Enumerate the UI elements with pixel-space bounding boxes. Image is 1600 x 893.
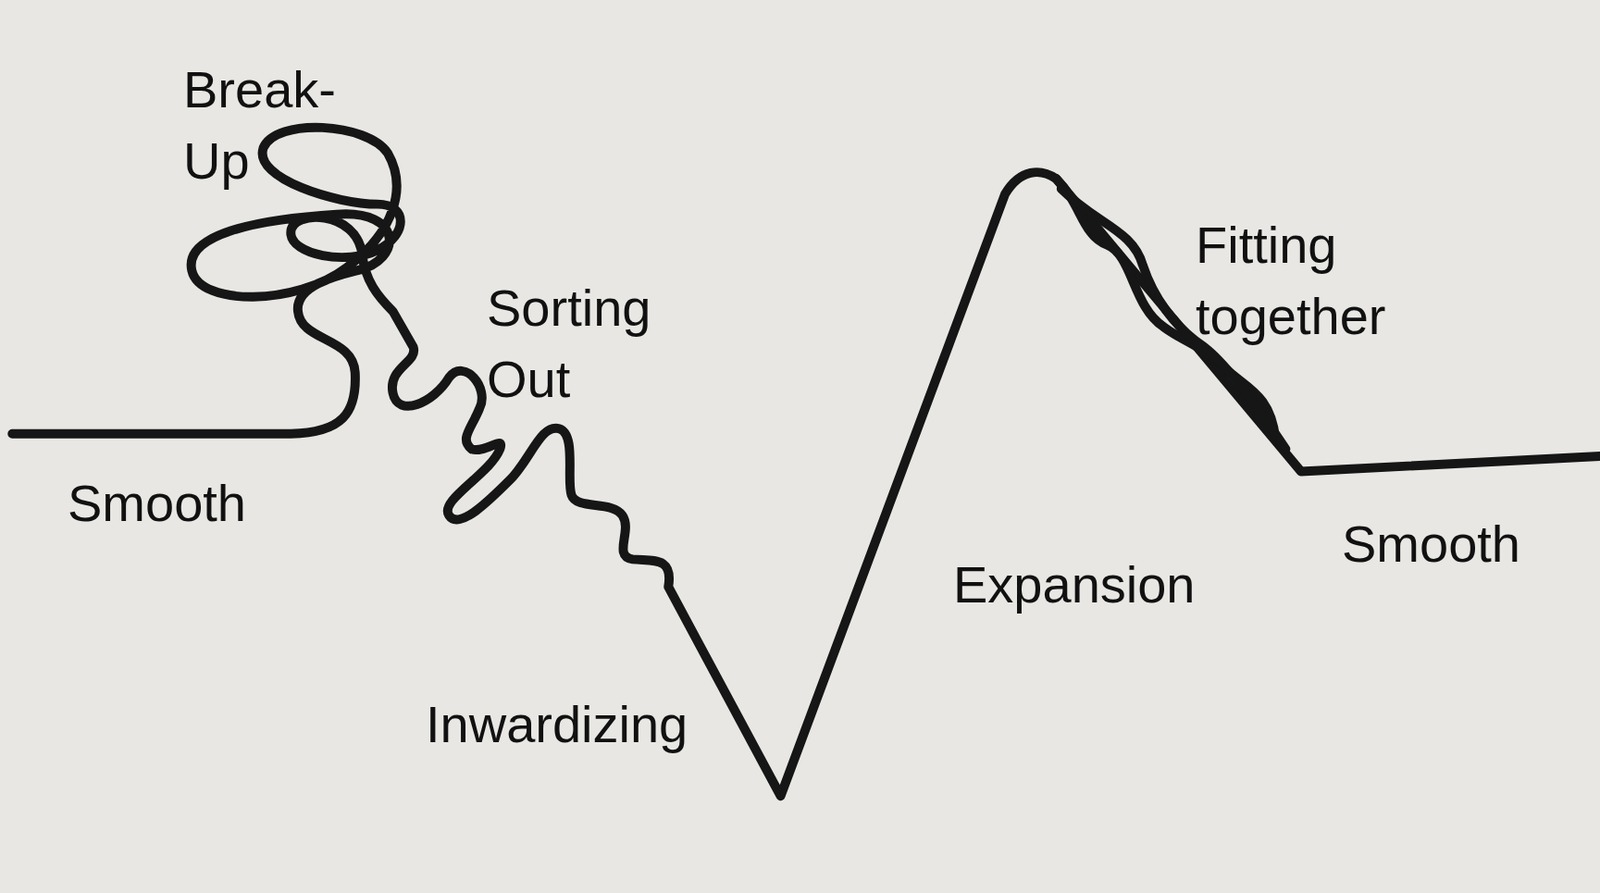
stage-label: Break- Up xyxy=(183,53,355,197)
stage-label: Sorting Out xyxy=(486,272,672,415)
stage-label: Fitting together xyxy=(1195,209,1404,352)
stage-line xyxy=(12,127,1600,796)
stage-label: Inwardizing xyxy=(425,688,688,760)
stage-label: Smooth xyxy=(67,467,247,539)
stage-label: Expansion xyxy=(953,548,1196,621)
stage-label: Smooth xyxy=(1341,508,1521,580)
